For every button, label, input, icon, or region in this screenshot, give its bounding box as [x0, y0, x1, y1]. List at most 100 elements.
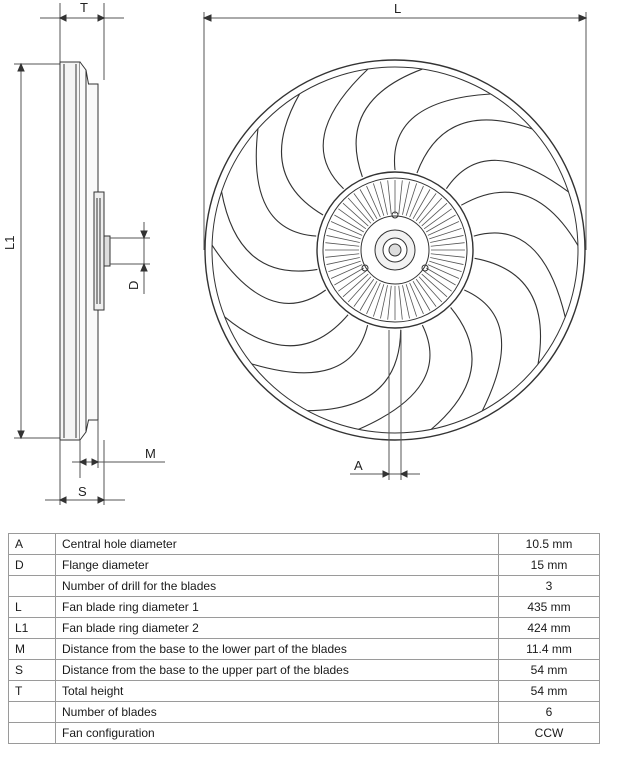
hub-rib	[326, 235, 360, 243]
label-M: M	[145, 446, 156, 461]
spec-value: 11.4 mm	[498, 638, 600, 660]
hub-rib	[430, 235, 464, 243]
hub-rib	[430, 253, 465, 258]
hub-rib	[372, 284, 385, 317]
hub-rib	[347, 276, 372, 303]
hub-rib	[372, 183, 385, 216]
hub-rib	[334, 214, 365, 233]
hub-rib	[430, 242, 465, 247]
spec-code: M	[8, 638, 56, 660]
fan-blade	[464, 257, 542, 412]
fan-blade	[461, 191, 579, 318]
hub-rib	[402, 181, 410, 215]
hub-rib	[387, 285, 392, 320]
hub-rib	[380, 181, 388, 215]
hub-rib	[427, 221, 460, 236]
spec-value: 15 mm	[498, 554, 600, 576]
hub-rib	[380, 285, 388, 319]
fan-blade	[416, 119, 569, 193]
hub-rib	[405, 284, 418, 317]
spec-value: 10.5 mm	[498, 533, 600, 555]
hub-rib	[409, 282, 424, 315]
hub-rib	[398, 285, 403, 320]
hub-rib	[412, 189, 431, 220]
hub-rib	[418, 276, 443, 303]
label-S: S	[78, 484, 87, 499]
label-L: L	[394, 1, 401, 16]
hub-rib	[429, 227, 462, 240]
fan-blades	[211, 68, 579, 430]
hub-rib	[405, 183, 418, 216]
hub-rib	[430, 257, 464, 265]
hub-rib	[425, 214, 456, 233]
spec-description: Total height	[55, 680, 499, 702]
hub-rib	[353, 278, 375, 307]
spec-code: L1	[8, 617, 56, 639]
hub-rib	[429, 260, 462, 273]
hub-rib	[338, 208, 367, 230]
fan-technical-drawing: T L1 D M	[2, 0, 588, 505]
spec-description: Fan blade ring diameter 1	[55, 596, 499, 618]
side-view: T L1 D M	[2, 0, 165, 505]
hub-rib	[421, 202, 448, 227]
fan-ring-outer	[204, 59, 586, 441]
fan-blade	[355, 68, 491, 178]
hub-rib	[418, 197, 443, 224]
spec-value: 435 mm	[498, 596, 600, 618]
hub-rib	[342, 273, 369, 298]
spec-code	[8, 575, 56, 597]
hub-rib	[338, 270, 367, 292]
hub-rib	[423, 270, 452, 292]
fan-blade	[280, 68, 369, 216]
hub-rib	[366, 282, 381, 315]
spec-code: D	[8, 554, 56, 576]
hub-rib	[423, 208, 452, 230]
label-D: D	[126, 281, 141, 290]
spec-value: 424 mm	[498, 617, 600, 639]
fan-ring-inner	[211, 66, 579, 434]
hub-rib	[398, 180, 403, 215]
hub-rib	[415, 193, 437, 222]
hub-rib	[359, 189, 378, 220]
spec-code: A	[8, 533, 56, 555]
hub-rib	[326, 257, 360, 265]
spec-code: T	[8, 680, 56, 702]
fan-blade	[358, 307, 473, 430]
hub-rib	[402, 285, 410, 319]
spec-description: Fan blade ring diameter 2	[55, 617, 499, 639]
hub-rib	[328, 227, 361, 240]
hub-rib	[412, 280, 431, 311]
fan-blade	[221, 128, 318, 272]
spec-description: Number of drill for the blades	[55, 575, 499, 597]
fan-blade	[211, 244, 349, 347]
hub-rib	[409, 185, 424, 218]
hub-rib	[415, 278, 437, 307]
label-T: T	[80, 0, 88, 15]
spec-code: L	[8, 596, 56, 618]
spec-description: Fan configuration	[55, 722, 499, 744]
spec-code: S	[8, 659, 56, 681]
hub-rib	[325, 253, 360, 258]
hub-rib	[330, 264, 363, 279]
spec-description: Distance from the base to the upper part…	[55, 659, 499, 681]
label-L1: L1	[2, 236, 17, 250]
hub-rib	[425, 267, 456, 286]
hub-cooling-ribs	[325, 180, 465, 320]
hub-rib	[353, 193, 375, 222]
spec-code	[8, 722, 56, 744]
hub-rib	[325, 242, 360, 247]
spec-description: Number of blades	[55, 701, 499, 723]
hub-rib	[347, 197, 372, 224]
hub-rib	[334, 267, 365, 286]
label-A: A	[354, 458, 363, 473]
spec-value: 54 mm	[498, 659, 600, 681]
spec-value: 3	[498, 575, 600, 597]
